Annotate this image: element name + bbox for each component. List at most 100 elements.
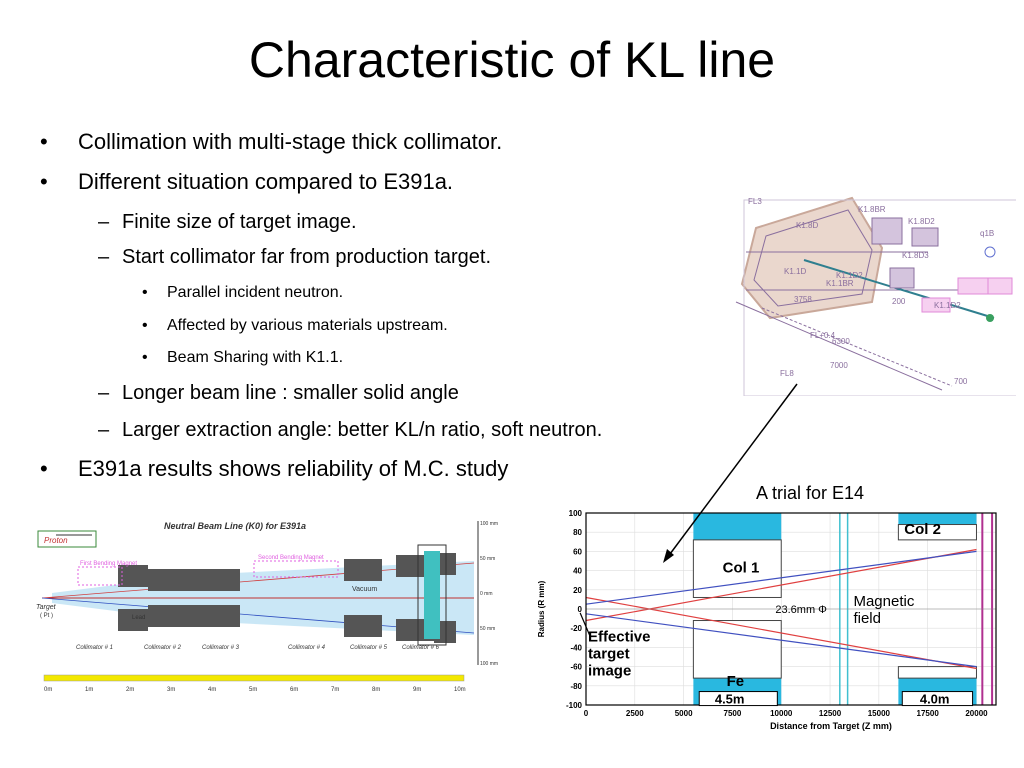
len2-box [901,691,974,707]
lead-label: Lead [132,615,145,621]
hall-label: FL+0.4 [810,331,836,340]
hall-shield-outline [740,196,884,320]
collimator-block-lower [344,615,382,637]
bullet-marker: • [142,317,148,334]
col1-inner-lower [692,620,782,679]
hall-label: q1B [980,229,994,238]
hall-magnet-k18d2 [911,227,939,247]
y-tick-label: 60 [573,547,582,556]
len2-label: 4.0m [920,692,950,707]
e391a-beamline-diagram: Neutral Beam Line (K0) for E391aProtonFi… [36,521,498,693]
proton-label: Proton [44,536,68,545]
hall-label: 6300 [832,337,850,346]
y-tick-label: 20 [573,586,582,595]
x-tick-label: 12500 [819,709,842,718]
bullet-level3-text: Affected by various materials upstream. [167,317,448,334]
x-tick-label: 2500 [626,709,644,718]
col2-inner-upper [897,524,977,541]
y-tick-label: -100 [566,701,583,710]
hall-label: FL3 [748,197,762,206]
bullet-marker: • [142,284,148,301]
collimator-block-upper [344,559,382,581]
x-tick-label: 7500 [724,709,742,718]
hall-label: FL8 [780,369,794,378]
collimator-block-upper [170,569,240,591]
bullet-level2-text: Larger extraction angle: better KL/n rat… [122,419,603,441]
hall-kl-beam [803,259,995,319]
ruler-label: 4m [208,687,216,693]
y-tick-label: 0 [578,605,583,614]
bullet-marker: • [142,349,148,366]
y-tick-label: 40 [573,567,582,576]
y-tick-label: -40 [570,643,582,652]
len1-label: 4.5m [715,692,745,707]
bullet-marker: – [98,382,110,404]
hall-label: K1.1D2 [934,301,961,310]
chart-series-line [585,613,977,668]
second-magnet-outline [253,560,339,578]
vacuum-chamber [424,551,440,639]
bullet-marker: – [98,419,110,441]
magnetic-field-label: field [853,610,881,627]
target-label: Target [36,604,57,611]
x-tick-label: 10000 [770,709,793,718]
e391a-title: Neutral Beam Line (K0) for E391a [164,521,306,531]
hall-pink-block-1 [957,277,989,295]
bullet-level1-text: E391a results shows reliability of M.C. … [78,456,509,481]
vacuum-label: Vacuum [352,586,377,593]
effective-target-pointer [579,612,591,637]
bullet-level2-text: Longer beam line : smaller solid angle [122,382,459,404]
hall-target-marker [986,314,994,322]
y-axis-label: Radius (R mm) [537,580,546,637]
scale-label: 0 mm [480,591,493,597]
effective-target-label: Effective [588,629,651,646]
hall-label: K1.8BR [858,205,886,214]
collimator-label: Collimator # 2 [144,645,182,651]
collimator-block-lower [170,605,240,627]
bullet-level3-text: Beam Sharing with K1.1. [167,349,344,366]
hall-label: 7000 [830,361,848,370]
slide-title: Characteristic of KL line [248,32,776,88]
hall-label: K1.8D [796,221,818,230]
ruler-label: 9m [413,687,421,693]
ruler-label: 2m [126,687,134,693]
scale-label: 50 mm [480,626,495,632]
chart-series-line [585,596,977,670]
hole-label: 23.6mm Φ [775,604,827,616]
bullet-marker: • [40,169,48,194]
ruler-label: 5m [249,687,257,693]
len1-box [698,691,778,707]
collimator-label: Collimator # 6 [402,645,440,651]
col1-label: Col 1 [723,560,760,577]
ruler-label: 10m [454,687,466,693]
scale-label: 100 mm [480,521,498,527]
collimator-label: Collimator # 4 [288,645,326,651]
trial-caption: A trial for E14 [756,483,865,503]
collimator-block-lower [118,609,148,631]
bullet-marker: – [98,246,110,268]
col2-upper-block [898,513,977,525]
hall-label: 700 [954,377,968,386]
magnetic-field-label: Magnetic [853,593,914,610]
effective-target-label: target [588,646,630,663]
hall-pink-block-3 [921,297,951,313]
bullet-marker: • [40,129,48,154]
x-tick-label: 15000 [868,709,891,718]
y-tick-label: -60 [570,663,582,672]
chart-series-line [585,548,977,622]
col1-upper-block [693,513,782,540]
collimator-label: Collimator # 3 [202,645,240,651]
y-tick-label: 100 [569,509,583,518]
effective-target-label: image [588,663,631,680]
scale-label: 100 mm [480,661,498,667]
ruler-label: 0m [44,687,52,693]
ruler-label: 3m [167,687,175,693]
first-magnet-outline [77,566,123,586]
hall-area-frame [743,199,1016,396]
bullet-level2-text: Finite size of target image. [122,211,357,233]
bullet-level2-text: Start collimator far from production tar… [122,246,492,268]
y-tick-label: -20 [570,624,582,633]
y-tick-label: 80 [573,528,582,537]
ruler-label: 7m [331,687,339,693]
x-tick-label: 5000 [675,709,693,718]
